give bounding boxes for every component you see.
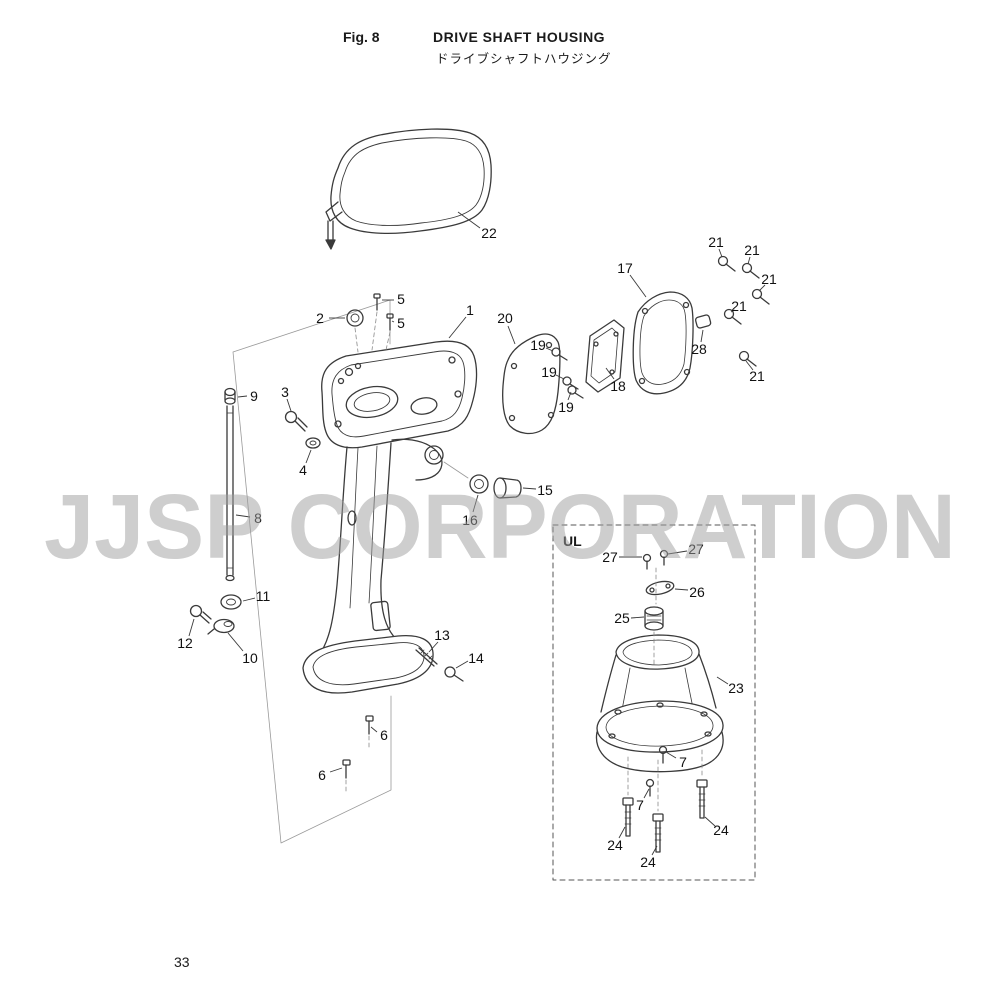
plug-15 bbox=[493, 477, 522, 499]
grommet-2 bbox=[346, 309, 364, 327]
section-plane-outline bbox=[232, 299, 392, 844]
bolts-24 bbox=[622, 779, 708, 853]
plate-26 bbox=[645, 580, 675, 596]
bolt-14 bbox=[444, 666, 464, 682]
bolts-21 bbox=[717, 255, 770, 367]
cover-17 bbox=[632, 291, 694, 395]
anode-25 bbox=[644, 606, 664, 631]
ul-variant-label: UL bbox=[563, 533, 582, 549]
bolts-7 bbox=[645, 745, 668, 797]
seal-16 bbox=[443, 461, 489, 494]
gasket-20 bbox=[502, 333, 561, 435]
washer-4 bbox=[305, 437, 321, 449]
figure-title-english: DRIVE SHAFT HOUSING bbox=[433, 29, 606, 45]
bolt-12 bbox=[189, 604, 212, 624]
figure-title-japanese: ドライブシャフトハウジング bbox=[436, 52, 612, 66]
drive-shaft-housing-1 bbox=[302, 340, 478, 694]
cap-28 bbox=[694, 314, 712, 329]
pins-5 bbox=[373, 293, 394, 331]
bolt-3 bbox=[284, 410, 308, 432]
gasket-22 bbox=[325, 128, 492, 250]
spring-pin-13 bbox=[415, 647, 438, 667]
screws-27 bbox=[642, 549, 669, 570]
bolts-19 bbox=[551, 347, 584, 399]
shift-rod-8 bbox=[224, 387, 236, 582]
bolts-6 bbox=[342, 715, 374, 779]
retainer-10 bbox=[207, 618, 235, 635]
grommet-11 bbox=[220, 594, 242, 610]
ul-option-box bbox=[552, 524, 756, 881]
plate-18 bbox=[585, 319, 625, 393]
extension-housing-23 bbox=[595, 634, 724, 773]
page-number: 33 bbox=[174, 954, 190, 970]
projection-lines bbox=[345, 311, 703, 812]
figure-number: Fig. 8 bbox=[343, 29, 380, 45]
